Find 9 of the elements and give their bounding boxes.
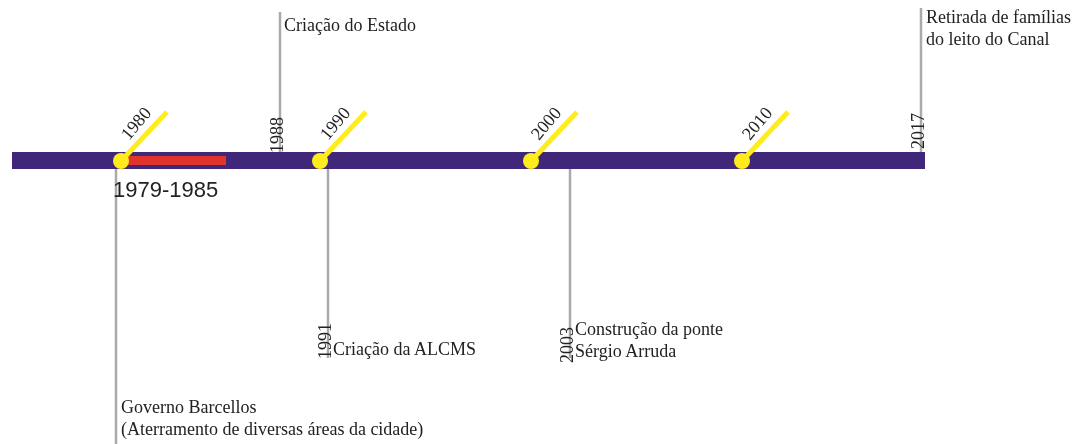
period-label: 1979-1985 <box>113 178 219 202</box>
event-text: Retirada de famílias do leito do Canal <box>926 6 1072 50</box>
year-label: 2017 <box>907 113 929 149</box>
event-text: Criação da ALCMS <box>333 338 476 360</box>
event-text: (Aterramento de diversas áreas da cidade) <box>121 418 424 440</box>
year-label: 1988 <box>266 117 288 153</box>
event-text: Construção da ponte Sérgio Arruda <box>575 318 724 362</box>
event-text: Governo Barcellos <box>121 396 257 418</box>
event-text: Criação do Estado <box>284 14 416 36</box>
